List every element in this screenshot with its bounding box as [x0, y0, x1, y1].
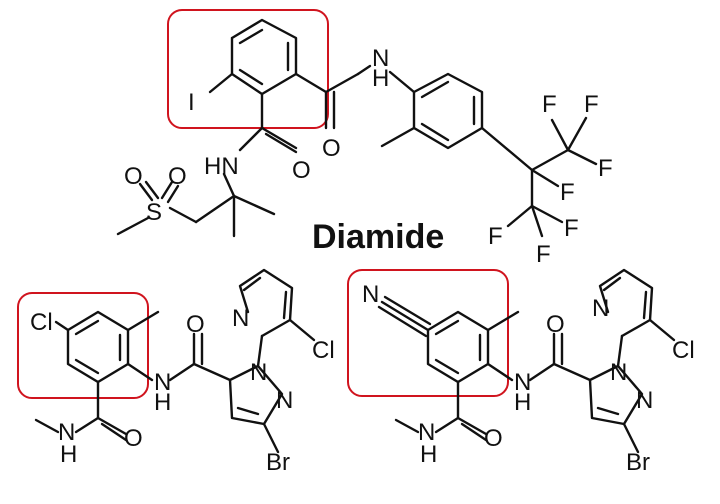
pyridine-n-label: N [232, 305, 249, 332]
atom-labels-left: Cl N Cl O N H N N Br N H O [30, 305, 335, 476]
molecule-top: I N H O O HN O O S F F F F F F F [116, 9, 613, 268]
bonds-left [34, 268, 316, 454]
sulfonyl-o2-label: O [168, 163, 187, 190]
highlight-box-right [347, 269, 509, 397]
atom-labels-right: N N Cl O N H N N Br N H O [362, 281, 695, 476]
fluorine-3-label: F [598, 155, 613, 182]
amide-h-label: H [372, 65, 389, 92]
pyrazole-n1-label: N [610, 359, 627, 386]
fluorine-1-label: F [542, 91, 557, 118]
highlight-box-left [17, 292, 149, 399]
ring-chlorine-label: Cl [30, 309, 53, 336]
amide-h-label: H [154, 389, 171, 416]
carbonyl2-o-label: O [124, 425, 143, 452]
nh-h-label: H [420, 441, 437, 468]
fluorine-6-label: F [564, 215, 579, 242]
carbonyl-o-label: O [186, 311, 205, 338]
fluorine-7-label: F [536, 241, 551, 268]
diamide-title: Diamide [312, 218, 444, 256]
molecule-left: Cl N Cl O N H N N Br N H O [17, 268, 335, 476]
bonds-right [377, 268, 676, 454]
fluorine-2-label: F [584, 91, 599, 118]
carbonyl-o-label: O [322, 135, 341, 162]
highlight-box-top [167, 9, 329, 129]
pyridine-n-label: N [592, 295, 609, 322]
carbonyl2-o-label: O [292, 157, 311, 184]
amide-n-label: N [372, 45, 389, 72]
sulfonyl-o1-label: O [124, 163, 143, 190]
fluorine-5-label: F [488, 223, 503, 250]
fluorine-4-label: F [560, 179, 575, 206]
pyridine-cl-label: Cl [672, 337, 695, 364]
bonds-top [116, 18, 598, 238]
carbonyl2-o-label: O [484, 425, 503, 452]
atom-labels-top: I N H O O HN O O S F F F F F F F [124, 45, 613, 268]
amide-n-label: N [154, 369, 171, 396]
pyrazole-n1-label: N [250, 359, 267, 386]
pyrazole-n2-label: N [276, 387, 293, 414]
nh-n-label: N [418, 419, 435, 446]
molecule-right: N N Cl O N H N N Br N H O [347, 268, 695, 476]
amide-n-label: N [514, 369, 531, 396]
pyrazole-n2-label: N [636, 387, 653, 414]
carbonyl-o-label: O [546, 311, 565, 338]
bromine-label: Br [266, 449, 290, 476]
nitrile-n-label: N [362, 281, 379, 308]
hn-label: HN [204, 153, 239, 180]
nh-n-label: N [58, 419, 75, 446]
iodine-label: I [188, 89, 195, 116]
sulfur-label: S [146, 199, 162, 226]
bromine-label: Br [626, 449, 650, 476]
amide-h-label: H [514, 389, 531, 416]
pyridine-cl-label: Cl [312, 337, 335, 364]
nh-h-label: H [60, 441, 77, 468]
